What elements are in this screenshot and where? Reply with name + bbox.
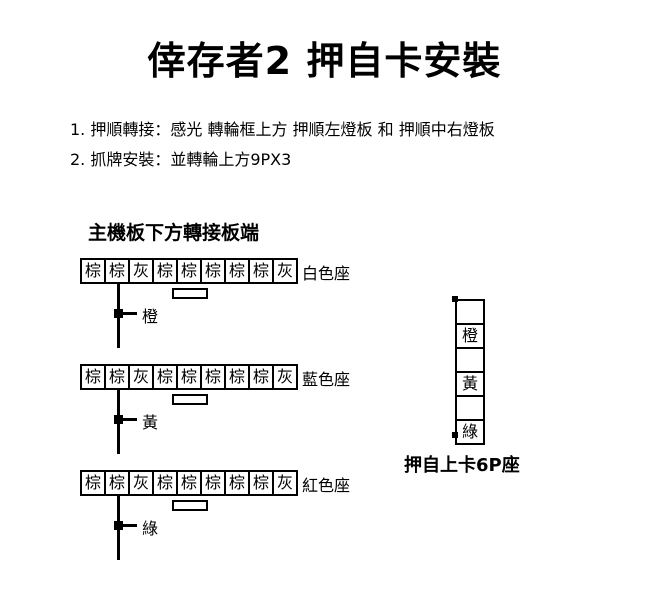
pin: 棕 (106, 472, 130, 494)
connector-corner-mark (452, 432, 458, 438)
socket-white: 棕 棕 灰 棕 棕 棕 棕 棕 灰 白色座 橙 (80, 258, 649, 358)
wire-color-label: 橙 (142, 307, 159, 326)
pin: 灰 (276, 473, 293, 492)
connector-cell (457, 397, 483, 421)
pin: 灰 (130, 472, 154, 494)
wire-color-label: 綠 (142, 519, 159, 538)
connector-slot (172, 288, 208, 299)
pin-row: 棕 棕 灰 棕 棕 棕 棕 棕 灰 (80, 470, 298, 496)
socket-label: 藍色座 (302, 370, 351, 389)
pin: 棕 (106, 260, 130, 282)
pin: 棕 (154, 366, 178, 388)
wire-tap (114, 309, 123, 318)
instruction-1: 1. 押順轉接：感光 轉輪框上方 押順左燈板 和 押順中右燈板 (70, 120, 495, 139)
connector-cell (457, 349, 483, 373)
wire-tap-line (123, 418, 137, 421)
pin: 棕 (202, 366, 226, 388)
page-title: 倖存者2 押自卡安裝 (147, 39, 502, 83)
pin: 棕 (82, 366, 106, 388)
pin: 棕 (250, 472, 274, 494)
connector-cell: 綠 (461, 422, 478, 441)
wire-tap-line (123, 524, 137, 527)
pin: 棕 (178, 472, 202, 494)
connector-cell: 橙 (457, 325, 483, 349)
wire-tap (114, 415, 123, 424)
pin: 棕 (178, 366, 202, 388)
pin: 棕 (226, 366, 250, 388)
connector-cell: 黃 (457, 373, 483, 397)
pin: 棕 (226, 260, 250, 282)
wire-tap (114, 521, 123, 530)
six-pin-connector: 橙 黃 綠 (455, 299, 485, 445)
wire-color-label: 黃 (142, 413, 159, 432)
pin: 棕 (106, 366, 130, 388)
wire-tap-line (123, 312, 137, 315)
connector-slot (172, 394, 208, 405)
pin: 灰 (130, 260, 154, 282)
pin: 棕 (202, 260, 226, 282)
socket-blue: 棕 棕 灰 棕 棕 棕 棕 棕 灰 藍色座 黃 (80, 364, 649, 464)
socket-red: 棕 棕 灰 棕 棕 棕 棕 棕 灰 紅色座 綠 (80, 470, 649, 570)
pin: 棕 (154, 472, 178, 494)
socket-label: 白色座 (302, 264, 351, 283)
pin: 棕 (178, 260, 202, 282)
pin-row: 棕 棕 灰 棕 棕 棕 棕 棕 灰 (80, 258, 298, 284)
pin: 棕 (250, 260, 274, 282)
pin: 棕 (82, 260, 106, 282)
pin: 灰 (276, 261, 293, 280)
pin: 棕 (250, 366, 274, 388)
instruction-2: 2. 抓牌安裝：並轉輪上方9PX3 (70, 150, 292, 169)
connector-cell (457, 301, 483, 325)
pin: 棕 (82, 472, 106, 494)
connector-slot (172, 500, 208, 511)
pin: 棕 (202, 472, 226, 494)
pin: 棕 (154, 260, 178, 282)
pin: 灰 (276, 367, 293, 386)
pin-row: 棕 棕 灰 棕 棕 棕 棕 棕 灰 (80, 364, 298, 390)
pin: 棕 (226, 472, 250, 494)
pin: 灰 (130, 366, 154, 388)
board-heading: 主機板下方轉接板端 (88, 222, 260, 244)
socket-label: 紅色座 (302, 476, 351, 495)
connector-caption: 押自上卡6P座 (404, 455, 520, 476)
